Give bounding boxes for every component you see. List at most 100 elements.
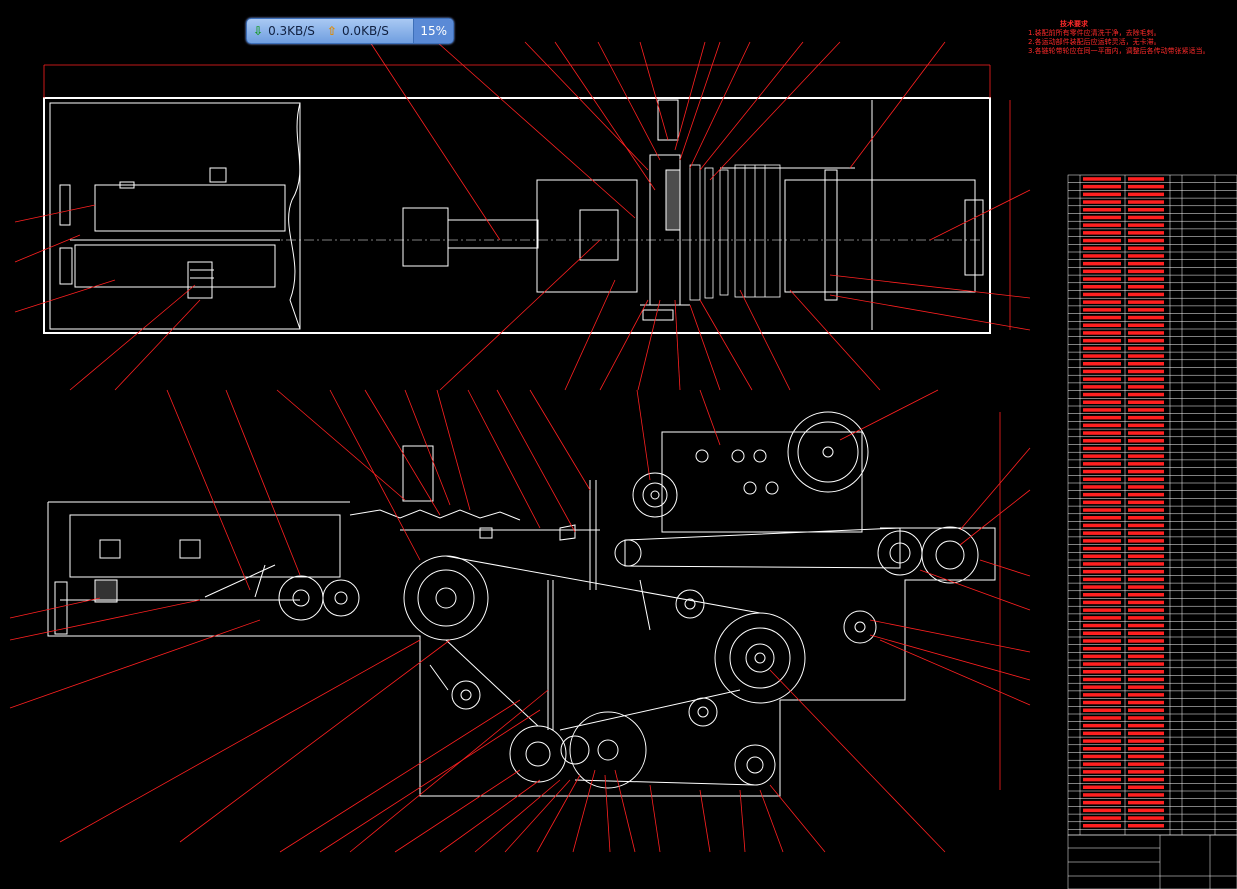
table-row-code-text (1083, 454, 1121, 458)
table-row-name-text (1128, 523, 1164, 528)
table-row-name-text (1128, 469, 1164, 474)
table-row-name-text (1128, 516, 1164, 520)
table-row-name-text (1128, 616, 1164, 620)
table-row-name-text (1128, 362, 1164, 366)
tech-requirements-title: 技术要求 (1060, 20, 1088, 28)
technical-requirements: 技术要求 1.装配前所有零件应清洗干净，去除毛刺。 2.各运动部件装配后应运转灵… (1028, 20, 1210, 56)
network-speed-widget[interactable]: ⇩ 0.3KB/S ⇧ 0.0KB/S 15% (246, 18, 454, 44)
table-row-code-text (1083, 392, 1121, 397)
table-row-name-text (1128, 331, 1164, 335)
table-row-code-text (1083, 585, 1121, 589)
table-row-code-text (1083, 238, 1121, 243)
table-row-code-text (1083, 346, 1121, 351)
table-row-code-text (1083, 747, 1121, 751)
table-row-name-text (1128, 300, 1164, 304)
table-row-code-text (1083, 608, 1121, 612)
table-row-name-text (1128, 593, 1164, 597)
table-row-code-text (1083, 423, 1121, 428)
table-row-code-text (1083, 569, 1121, 574)
table-row-code-text (1083, 716, 1121, 720)
table-row-name-text (1128, 808, 1164, 813)
table-row-name-text (1128, 285, 1164, 289)
table-row-code-text (1083, 662, 1121, 666)
table-row-name-text (1128, 208, 1164, 212)
table-row-code-text (1083, 369, 1121, 374)
table-row-code-text (1083, 500, 1121, 505)
table-row-code-text (1083, 654, 1121, 659)
table-row-code-text (1083, 446, 1121, 451)
table-row-code-text (1083, 600, 1121, 605)
table-row-code-text (1083, 269, 1121, 274)
table-row-code-text (1083, 739, 1121, 743)
table-row-code-text (1083, 477, 1121, 481)
table-row-code-text (1083, 308, 1121, 312)
table-row-code-text (1083, 539, 1121, 543)
table-row-name-text (1128, 539, 1164, 543)
table-row-code-text (1083, 631, 1121, 635)
download-segment: ⇩ 0.3KB/S (247, 19, 321, 43)
table-row-name-text (1128, 200, 1164, 204)
table-row-name-text (1128, 223, 1164, 227)
table-row-name-text (1128, 385, 1164, 389)
table-row-code-text (1083, 531, 1121, 535)
table-row-name-text (1128, 554, 1164, 558)
table-row-name-text (1128, 785, 1164, 789)
table-row-code-text (1083, 300, 1121, 304)
table-row-name-text (1128, 338, 1164, 343)
table-row-code-text (1083, 285, 1121, 289)
table-row-code-text (1083, 616, 1121, 620)
table-row-code-text (1083, 277, 1121, 281)
table-row-code-text (1083, 708, 1121, 712)
table-row-name-text (1128, 323, 1164, 327)
table-row-name-text (1128, 670, 1164, 674)
table-row-name-text (1128, 462, 1164, 466)
table-row-code-text (1083, 246, 1121, 250)
table-row-code-text (1083, 469, 1121, 474)
table-row-code-text (1083, 508, 1121, 512)
table-row-name-text (1128, 754, 1164, 759)
table-row-name-text (1128, 231, 1164, 235)
table-row-code-text (1083, 646, 1121, 651)
table-row-name-text (1128, 254, 1164, 258)
cpu-percent: 15% (413, 19, 453, 43)
table-row-name-text (1128, 716, 1164, 720)
table-row-code-text (1083, 377, 1121, 381)
table-row-name-text (1128, 747, 1164, 751)
table-row-code-text (1083, 562, 1121, 566)
front-view (47, 411, 996, 797)
table-row-code-text (1083, 593, 1121, 597)
table-row-name-text (1128, 215, 1164, 220)
table-row-name-text (1128, 731, 1164, 736)
table-row-name-text (1128, 662, 1164, 666)
table-row-name-text (1128, 246, 1164, 250)
table-row-name-text (1128, 693, 1164, 697)
table-row-code-text (1083, 731, 1121, 736)
table-row-code-text (1083, 754, 1121, 759)
table-row-code-text (1083, 485, 1121, 489)
table-row-name-text (1128, 824, 1164, 828)
table-row-code-text (1083, 800, 1121, 805)
table-row-name-text (1128, 677, 1164, 682)
table-row-name-text (1128, 408, 1164, 412)
table-row-name-text (1128, 685, 1164, 689)
table-row-name-text (1128, 369, 1164, 374)
table-row-code-text (1083, 693, 1121, 697)
table-row-name-text (1128, 277, 1164, 281)
table-row-code-text (1083, 362, 1121, 366)
table-row-code-text (1083, 785, 1121, 789)
table-row-name-text (1128, 508, 1164, 512)
table-row-name-text (1128, 315, 1164, 320)
table-row-name-text (1128, 454, 1164, 458)
table-row-code-text (1083, 623, 1121, 628)
table-row-name-text (1128, 269, 1164, 274)
table-row-code-text (1083, 824, 1121, 828)
table-row-code-text (1083, 523, 1121, 528)
table-row-code-text (1083, 677, 1121, 682)
arrow-up-icon: ⇧ (326, 24, 337, 38)
table-row-name-text (1128, 377, 1164, 381)
table-row-name-text (1128, 623, 1164, 628)
table-row-code-text (1083, 639, 1121, 643)
table-row-name-text (1128, 585, 1164, 589)
table-row-code-text (1083, 554, 1121, 558)
